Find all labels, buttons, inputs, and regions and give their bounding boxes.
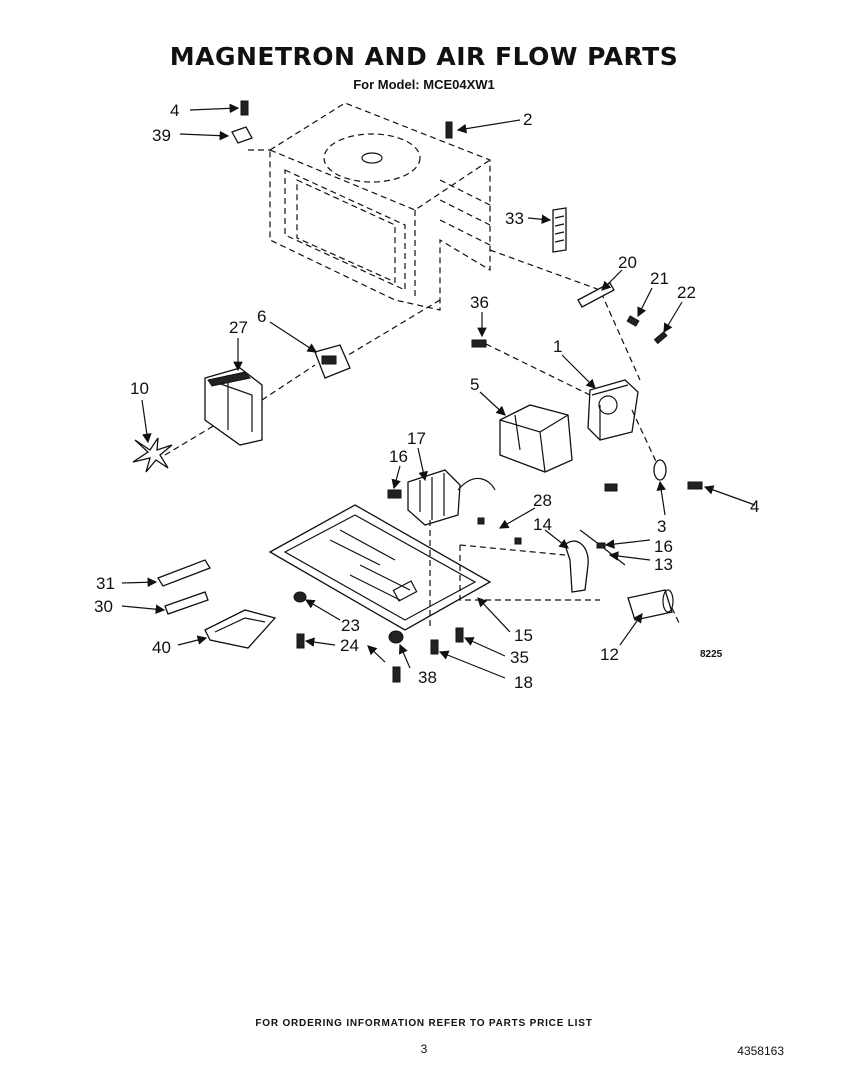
- callout: 12: [600, 645, 619, 664]
- bracket-39: [231, 126, 253, 144]
- screw-3-lower: [604, 483, 618, 492]
- fan-shroud: [204, 367, 263, 446]
- foot-38: [388, 630, 404, 683]
- callout: 16: [389, 447, 408, 466]
- callout: 20: [618, 253, 637, 272]
- gasket-3: [653, 459, 667, 481]
- callout: 21: [650, 269, 669, 288]
- callout: 23: [341, 616, 360, 635]
- callout: 35: [510, 648, 529, 667]
- vent-31: [157, 559, 211, 587]
- callout: 18: [514, 673, 533, 692]
- callout: 6: [257, 307, 266, 326]
- callout: 14: [533, 515, 552, 534]
- callout: 1: [553, 337, 562, 356]
- callout: 2: [523, 110, 532, 129]
- screw-18: [430, 639, 439, 655]
- callout: 33: [505, 209, 524, 228]
- callout: 31: [96, 574, 115, 593]
- callout: 40: [152, 638, 171, 657]
- callout: 15: [514, 626, 533, 645]
- ordering-note: FOR ORDERING INFORMATION REFER TO PARTS …: [255, 1018, 593, 1029]
- callout-labels: 4 39 2 33 20 21 22 36 1 27 6 10 5 17 16 …: [94, 101, 759, 692]
- part-28: [477, 517, 522, 545]
- document-number: 4358163: [737, 1044, 784, 1058]
- screw-2: [445, 121, 453, 139]
- part-21: [626, 315, 640, 327]
- capacitor: [627, 589, 681, 626]
- callout: 4: [750, 497, 759, 516]
- callout: 27: [229, 318, 248, 337]
- vent-30: [164, 591, 209, 615]
- callout: 5: [470, 375, 479, 394]
- fan-blade: [132, 424, 216, 473]
- fan-motor: [261, 344, 351, 401]
- callout: 36: [470, 293, 489, 312]
- callout: 16: [654, 537, 673, 556]
- vent-33: [552, 207, 567, 253]
- callout: 38: [418, 668, 437, 687]
- screw-22: [653, 331, 668, 345]
- leader-lines: [121, 103, 756, 679]
- callout: 39: [152, 126, 171, 145]
- transformer: [387, 469, 496, 526]
- screw-24: [296, 633, 305, 649]
- callout: 4: [170, 101, 179, 120]
- cabinet-outline: [248, 102, 641, 381]
- screw-4-right: [687, 481, 703, 490]
- page-number: 3: [420, 1042, 428, 1056]
- cover-40: [204, 609, 277, 649]
- callout: 22: [677, 283, 696, 302]
- callout: 28: [533, 491, 552, 510]
- screw-36: [471, 339, 591, 396]
- screw-35: [455, 627, 464, 643]
- callout: 3: [657, 517, 666, 536]
- callout: 13: [654, 555, 673, 574]
- callout: 10: [130, 379, 149, 398]
- page-title: MAGNETRON AND AIR FLOW PARTS: [169, 42, 679, 71]
- magnetron: [587, 379, 661, 471]
- callout: 30: [94, 597, 113, 616]
- diagram-code: 8225: [700, 649, 723, 660]
- callout: 24: [340, 636, 359, 655]
- base-plate: [268, 504, 492, 631]
- screw-4-top: [240, 100, 249, 116]
- foot-23: [293, 591, 307, 603]
- bracket-20: [577, 282, 615, 308]
- capacitor-bracket: [459, 540, 600, 601]
- callout: 17: [407, 429, 426, 448]
- model-subtitle: For Model: MCE04XW1: [353, 77, 495, 92]
- air-guide: [499, 404, 573, 473]
